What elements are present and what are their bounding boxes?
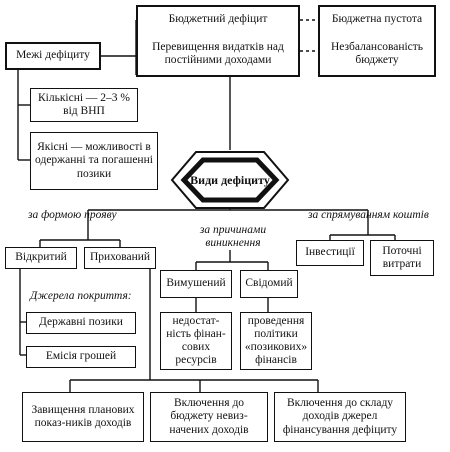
hidden-deficit-label: Прихований: [89, 251, 151, 264]
by-cause-label: за причинами виникнення: [188, 224, 278, 250]
budget-deficit-box: Бюджетний дефіцит Перевищення видатків н…: [136, 5, 300, 77]
budget-void-definition: Незбалансованість бюджету: [330, 41, 424, 67]
budget-deficit-title: Бюджетний дефіцит: [168, 13, 268, 25]
budget-deficit-definition: Перевищення видатків над постійними дохо…: [152, 41, 284, 67]
undetermined-revenue-label: Включення до бюджету невиз-начених доход…: [169, 397, 249, 436]
conscious-label: Свідомий: [245, 277, 293, 290]
quantitative-label: Кількісні — 2–3 % від ВНП: [37, 91, 131, 117]
financing-sources-label: Включення до складу доходів джерел фінан…: [282, 397, 398, 436]
open-deficit-label: Відкритий: [15, 251, 67, 264]
forced-label: Вимушений: [166, 277, 226, 290]
by-cause-text: за причинами виникнення: [199, 224, 267, 250]
current-expenses-box: Поточні витрати: [370, 240, 434, 276]
by-direction-label: за спрямуванням коштів: [308, 209, 429, 221]
quantitative-box: Кількісні — 2–3 % від ВНП: [30, 88, 138, 122]
qualitative-box: Якісні — можливості в одержанні та погаш…: [30, 132, 158, 190]
hexagon-shape: [170, 151, 290, 209]
current-expenses-label: Поточні витрати: [382, 244, 422, 270]
hidden-deficit-box: Прихований: [84, 247, 156, 269]
budget-void-box: Бюджетна пустота Незбалансованість бюдже…: [318, 5, 436, 77]
deficit-limits-box: Межі дефіциту: [5, 42, 101, 70]
budget-void-title: Бюджетна пустота: [331, 13, 423, 25]
state-loans-box: Державні позики: [26, 312, 136, 334]
conscious-box: Свідомий: [240, 270, 298, 298]
understated-revenue-label: Завищення планових показ-ників доходів: [31, 403, 135, 429]
money-emission-box: Емісія грошей: [26, 346, 136, 368]
financing-sources-box: Включення до складу доходів джерел фінан…: [274, 392, 406, 442]
forced-box: Вимушений: [160, 270, 232, 298]
deficit-types-label: Види дефіциту: [190, 172, 270, 187]
borrowing-policy-box: проведення політики «позикових» фінансів: [240, 312, 312, 370]
state-loans-label: Державні позики: [39, 316, 123, 329]
by-form-label: за формою прояву: [28, 209, 117, 221]
open-deficit-box: Відкритий: [5, 247, 77, 269]
deficit-limits-label: Межі дефіциту: [16, 49, 90, 62]
insufficient-resources-box: недостат-ність фінан-сових ресурсів: [160, 312, 232, 370]
money-emission-label: Емісія грошей: [45, 350, 117, 363]
insufficient-resources-label: недостат-ність фінан-сових ресурсів: [166, 314, 226, 367]
investments-label: Інвестиції: [305, 246, 355, 259]
understated-revenue-box: Завищення планових показ-ників доходів: [22, 392, 144, 442]
qualitative-label: Якісні — можливості в одержанні та погаш…: [35, 141, 153, 180]
coverage-sources-label: Джерела покриття:: [30, 290, 132, 302]
investments-box: Інвестиції: [296, 240, 364, 266]
borrowing-policy-label: проведення політики «позикових» фінансів: [244, 314, 308, 367]
undetermined-revenue-box: Включення до бюджету невиз-начених доход…: [150, 392, 268, 442]
